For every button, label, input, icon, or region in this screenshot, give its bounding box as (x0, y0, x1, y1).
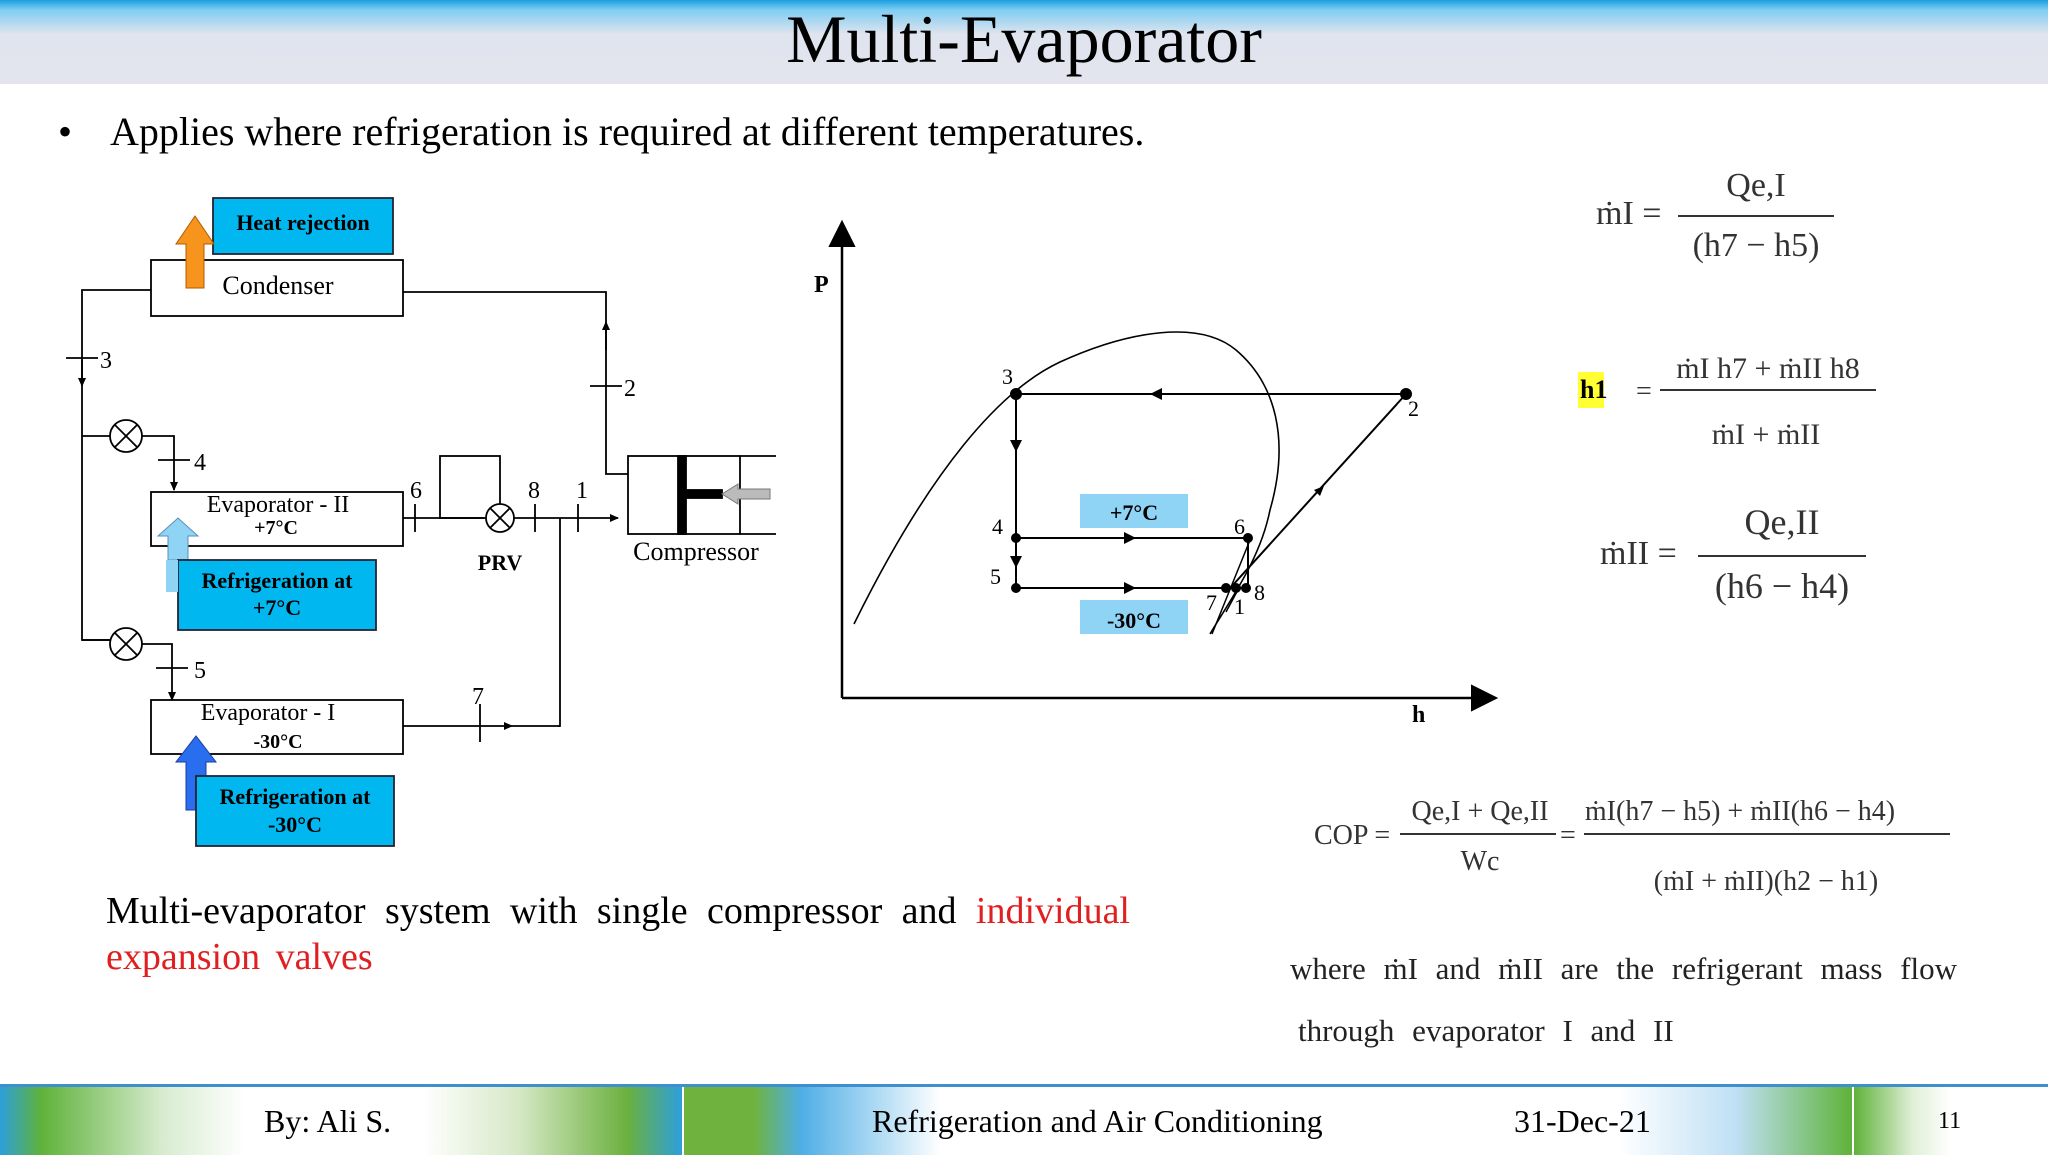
ph-point-4: 4 (992, 514, 1003, 539)
refrigeration-2-line1: Refrigeration at (202, 568, 354, 593)
footer-page-number: 11 (1938, 1108, 1962, 1134)
eq-h1-equals: = (1636, 376, 1652, 407)
bullet-text: Applies where refrigeration is required … (110, 109, 1145, 154)
refrigeration-1-line2: -30°C (268, 812, 322, 837)
refrigeration-1-box (195, 775, 395, 847)
refrigeration-schematic (66, 197, 776, 847)
eq-cop-lhs: COP = (1314, 820, 1390, 851)
refrigeration-2-line2: +7°C (253, 595, 301, 620)
liquid-line (81, 289, 151, 641)
condenser-label: Condenser (222, 271, 334, 300)
state-8: 8 (528, 478, 540, 504)
eq-h1-lhs: h1 (1580, 375, 1607, 404)
refrigeration-2-arrow-icon (156, 517, 200, 561)
eq-m1-num: Qe,I (1726, 167, 1785, 204)
eq-m2-lhs: ṁII = (1600, 535, 1677, 572)
heat-rejection-label: Heat rejection (236, 210, 369, 235)
eq-cop-den2: (ṁI + ṁII)(h2 − h1) (1654, 866, 1878, 897)
ph-diagram (828, 219, 1499, 712)
footer-segment-author (0, 1087, 682, 1155)
p-axis-label: P (814, 272, 829, 298)
p-axis-arrow-icon (828, 219, 856, 247)
title-bar (0, 0, 2048, 84)
footer-segment-page (1854, 1087, 2048, 1155)
ph-point-5: 5 (990, 564, 1001, 589)
ph-point-6: 6 (1234, 514, 1245, 539)
ph-point-2: 2 (1408, 396, 1419, 421)
footer-course: Refrigeration and Air Conditioning (872, 1103, 1323, 1139)
eq-m1-den: (h7 − h5) (1693, 227, 1820, 264)
caption-part1: Multi-evaporator system with single comp… (106, 890, 976, 932)
eq-h1-num: ṁI h7 + ṁII h8 (1676, 352, 1860, 385)
prv-label: PRV (478, 550, 523, 575)
equations: ṁI = Qe,I (h7 − h5) h1 = ṁI h7 + ṁII h8 … (1314, 167, 1950, 897)
state-5: 5 (194, 658, 206, 684)
evaporator-2-label: Evaporator - II (207, 492, 350, 518)
heat-rejection-arrow-icon (175, 215, 215, 289)
state-7: 7 (472, 684, 484, 710)
footer: By: Ali S. Refrigeration and Air Conditi… (0, 1084, 2048, 1155)
eq-m1-lhs: ṁI = (1596, 195, 1661, 232)
eq-cop-num2: ṁI(h7 − h5) + ṁII(h6 − h4) (1585, 796, 1895, 827)
evaporator-1-label: Evaporator - I (201, 700, 336, 726)
state-3: 3 (100, 348, 112, 374)
state-1: 1 (576, 478, 588, 504)
where-line2: through evaporator I and II (1298, 1013, 1674, 1048)
saturation-dome (853, 331, 1280, 635)
bullet-icon: • (58, 109, 73, 154)
ph-point-3: 3 (1002, 364, 1013, 389)
eq-cop-num1: Qe,I + Qe,II (1411, 796, 1548, 827)
compressor-drive-arrow-icon (721, 483, 771, 505)
footer-date: 31-Dec-21 (1514, 1103, 1651, 1139)
evaporator-2-temp: +7°C (254, 517, 298, 539)
schematic-labels: Heat rejection Condenser Evaporator - II… (100, 210, 759, 837)
eq-cop-den1: Wc (1461, 846, 1500, 877)
ph-point-7: 7 (1206, 590, 1217, 615)
figure-caption: Multi-evaporator system with single comp… (106, 888, 1130, 980)
refrigeration-1-line1: Refrigeration at (220, 784, 372, 809)
ph-diagram-labels: P h +7°C -30°C 1 2 3 4 5 6 7 8 (814, 272, 1425, 728)
footer-segment-course (684, 1087, 1852, 1155)
evaporator-1-temp: -30°C (253, 731, 302, 753)
high-temp-box (1080, 494, 1188, 528)
state-6: 6 (410, 478, 422, 504)
low-temp-label: -30°C (1107, 608, 1161, 633)
prv-bypass (439, 455, 501, 519)
high-temp-label: +7°C (1110, 500, 1158, 525)
slide-title: Multi-Evaporator (786, 1, 1262, 77)
evaporator-2-box (150, 491, 404, 547)
ph-point-8: 8 (1254, 580, 1265, 605)
eq-m2-num: Qe,II (1745, 502, 1820, 542)
where-line1: where ṁI and ṁII are the refrigerant mas… (1290, 951, 1958, 986)
eq-h1-den: ṁI + ṁII (1712, 418, 1821, 451)
refrigeration-2-box (177, 559, 377, 631)
state-4: 4 (194, 450, 206, 476)
compressor-label: Compressor (633, 537, 759, 566)
eq-cop-equals: = (1560, 820, 1576, 851)
low-temp-box (1080, 600, 1188, 634)
h-axis-label: h (1412, 702, 1425, 728)
h1-highlight (1578, 372, 1604, 408)
ph-point-1: 1 (1234, 594, 1245, 619)
eq-m2-den: (h6 − h4) (1715, 566, 1849, 606)
heat-rejection-box (212, 197, 394, 255)
state-2: 2 (624, 376, 636, 402)
h-axis-arrow-icon (1471, 684, 1499, 712)
caption-part2: individual expansion valves (106, 890, 1130, 978)
footer-author: By: Ali S. (264, 1103, 392, 1139)
where-note: where ṁI and ṁII are the refrigerant mas… (1290, 938, 2010, 1062)
